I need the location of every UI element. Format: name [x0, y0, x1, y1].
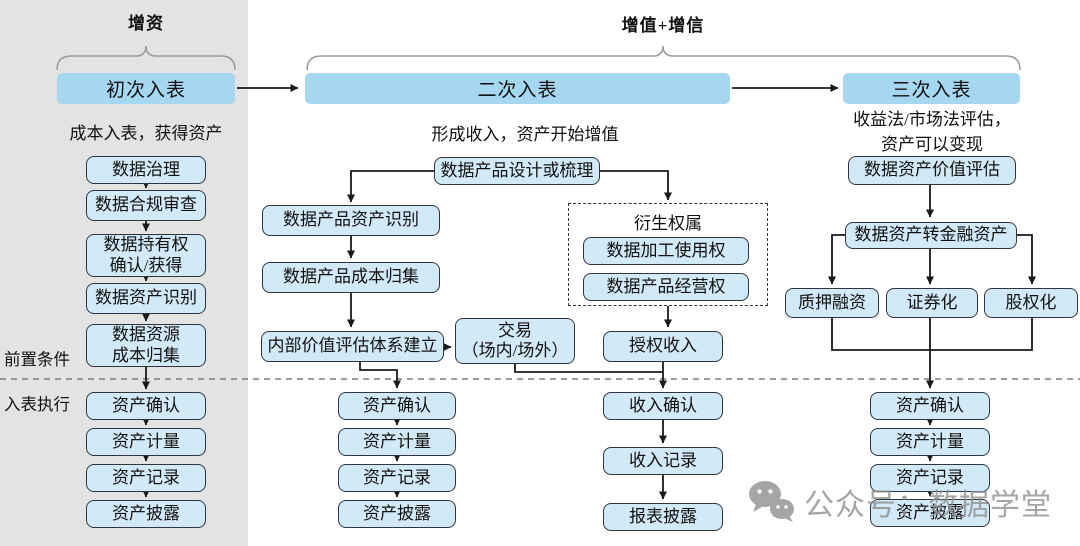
- header-third-entry: 三次入表: [843, 73, 1020, 104]
- step-holding-right-confirm: 数据持有权 确认/获得: [86, 234, 206, 277]
- step-data-asset-identify: 数据资产识别: [86, 283, 206, 314]
- stage2-report-disclose: 报表披露: [603, 503, 723, 531]
- stage3-asset-record: 资产记录: [870, 464, 990, 492]
- step-license-income: 授权收入: [603, 331, 723, 362]
- step-product-operation-right: 数据产品经营权: [583, 273, 749, 301]
- step-asset-to-financial: 数据资产转金融资产: [845, 222, 1017, 249]
- derived-rights-title: 衍生权属: [634, 214, 702, 233]
- stage2-asset-confirm: 资产确认: [338, 392, 456, 420]
- label-precondition: 前置条件: [4, 350, 70, 369]
- stage1-brace: [56, 45, 236, 71]
- stage1-asset-measure: 资产计量: [86, 428, 206, 456]
- stage2-income-confirm: 收入确认: [603, 392, 723, 420]
- label-execution: 入表执行: [4, 395, 70, 414]
- step-data-governance: 数据治理: [86, 156, 206, 184]
- option-pledge-financing: 质押融资: [785, 288, 879, 318]
- step-compliance-review: 数据合规审查: [86, 190, 206, 221]
- stage1-bracket-label: 增资: [128, 13, 164, 33]
- step-internal-valuation-system: 内部价值评估体系建立: [261, 331, 444, 362]
- step-product-cost-collect: 数据产品成本归集: [262, 262, 440, 293]
- stage1-asset-record: 资产记录: [86, 464, 206, 492]
- stage1-subtitle: 成本入表，获得资产: [69, 123, 223, 143]
- stage2-asset-disclose: 资产披露: [338, 500, 456, 528]
- option-equitization: 股权化: [984, 288, 1078, 318]
- stage1-asset-confirm: 资产确认: [86, 392, 206, 420]
- watermark-text: 公众号：数据学堂: [804, 489, 1052, 522]
- step-product-asset-identify: 数据产品资产识别: [262, 205, 440, 236]
- step-product-design: 数据产品设计或梳理: [434, 157, 600, 185]
- wechat-icon: [749, 481, 794, 522]
- stage3-asset-measure: 资产计量: [870, 428, 990, 456]
- stage2-asset-measure: 资产计量: [338, 428, 456, 456]
- stage3-asset-disclose: 资产披露: [870, 499, 990, 527]
- header-first-entry: 初次入表: [57, 73, 235, 104]
- stage23-brace: [306, 45, 1021, 71]
- stage3-asset-confirm: 资产确认: [870, 392, 990, 420]
- step-processing-use-right: 数据加工使用权: [583, 237, 749, 265]
- option-securitization: 证券化: [886, 288, 978, 318]
- stage23-bracket-label: 增值+增信: [621, 15, 705, 35]
- step-asset-valuation: 数据资产价值评估: [848, 156, 1016, 185]
- stage1-asset-disclose: 资产披露: [86, 500, 206, 528]
- step-trade: 交易 （场内/场外）: [455, 318, 575, 364]
- watermark: 公众号：数据学堂: [748, 480, 1052, 524]
- header-second-entry: 二次入表: [305, 73, 730, 104]
- step-resource-cost-collect: 数据资源 成本归集: [86, 324, 206, 367]
- stage2-subtitle: 形成收入，资产开始增值: [431, 124, 619, 144]
- stage2-asset-record: 资产记录: [338, 464, 456, 492]
- stage3-subtitle: 收益法/市场法评估， 资产可以变现: [853, 110, 1011, 154]
- derived-rights-group: 衍生权属 数据加工使用权 数据产品经营权: [568, 203, 768, 306]
- stage2-income-record: 收入记录: [603, 447, 723, 475]
